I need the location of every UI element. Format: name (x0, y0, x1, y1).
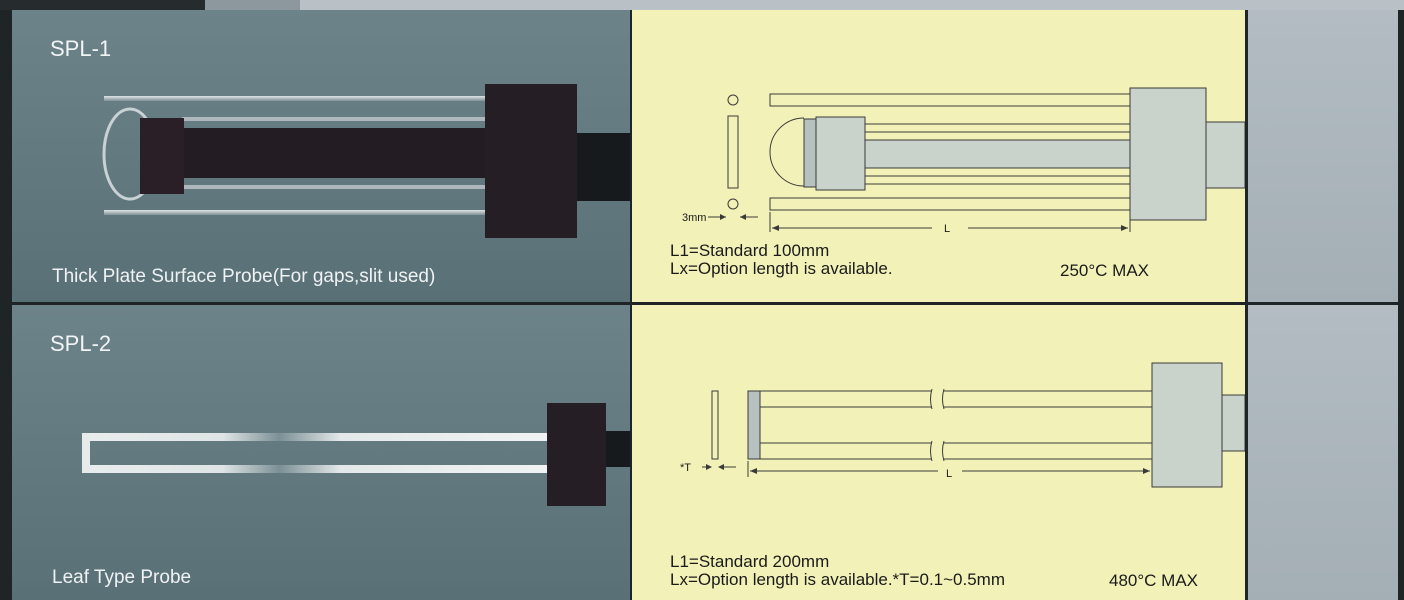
probe-photo-panel: SPL-2 Leaf Type Probe (12, 305, 630, 600)
spec-option-length: Lx=Option length is available. (670, 259, 893, 278)
spec-text: L1=Standard 100mm Lx=Option length is av… (670, 242, 893, 278)
spec-standard-length: L1=Standard 200mm (670, 552, 830, 571)
dimension-length-label: L (944, 223, 950, 235)
probe-caption: Leaf Type Probe (52, 567, 192, 588)
top-strip-mid (205, 0, 300, 10)
probe-photo-spl-1 (102, 84, 630, 238)
max-temperature: 250°C MAX (1060, 261, 1150, 280)
max-temperature: 480°C MAX (1109, 571, 1199, 590)
side-panel (1248, 305, 1398, 600)
probe-row-spl-2: SPL-2 Leaf Type Probe (12, 305, 1398, 600)
side-panel (1248, 10, 1398, 302)
model-name: SPL-2 (50, 331, 112, 356)
spec-standard-length: L1=Standard 100mm (670, 241, 830, 260)
top-strip-dark (0, 0, 205, 10)
model-name: SPL-1 (50, 36, 112, 61)
probe-photo-spl-2 (82, 403, 630, 506)
dimension-thickness-label: *T (680, 462, 691, 474)
technical-drawing-spl-2: *T L (680, 362, 1245, 488)
spec-option-length: Lx=Option length is available.*T=0.1~0.5… (670, 570, 1006, 589)
top-strip (0, 0, 1404, 10)
technical-drawing-spl-1: 3mm L (682, 87, 1245, 235)
dimension-gap-label: 3mm (682, 212, 706, 224)
probe-row-spl-1: SPL-1 Thick Plate Surface Probe(For gaps… (12, 10, 1398, 302)
probe-photo-panel: SPL-1 Thick Plate Surface Probe(For gaps… (12, 10, 630, 302)
spec-text: L1=Standard 200mm Lx=Option length is av… (670, 553, 1005, 589)
probe-diagram-panel: 3mm L L1=Standard 100mm Lx=Option length… (632, 10, 1245, 302)
probe-diagram-panel: *T L L1=Standard 200mm Lx=Option length … (632, 305, 1245, 600)
probe-caption: Thick Plate Surface Probe(For gaps,slit … (52, 266, 436, 287)
dimension-length-label: L (946, 468, 952, 480)
